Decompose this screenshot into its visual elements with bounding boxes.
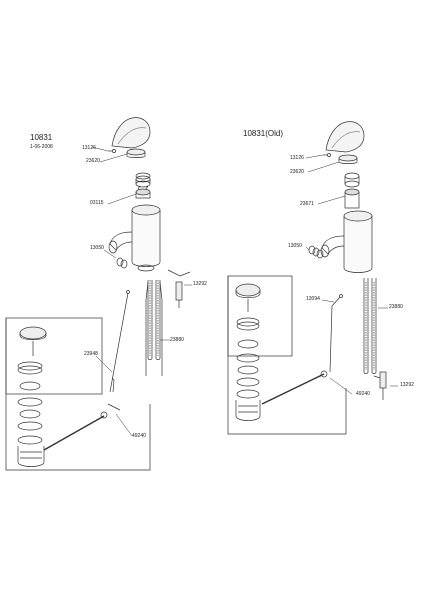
left-label-13292: 13292 [193,281,207,287]
left-lever-handle [111,117,151,149]
left-label-23620: 23620 [86,158,100,164]
right-label-13126: 13126 [290,155,304,161]
right-label-23880: 23880 [389,304,403,310]
left-faucet-body [131,210,161,267]
left-label-49240: 49240 [132,433,146,439]
left-revision-date: 1-06-2008 [30,144,53,150]
right-label-49240: 49240 [356,391,370,397]
left-label-23948: 23948 [84,351,98,357]
right-lever-handle [325,121,365,153]
right-label-13292: 13292 [400,382,414,388]
left-label-13126: 13126 [82,145,96,151]
right-label-23620: 23620 [290,169,304,175]
right-assembly [227,121,398,435]
left-label-23880: 23880 [170,337,184,343]
right-faucet-body [343,216,373,273]
left-label-03115: 03115 [90,200,104,206]
right-model-number: 10831(Old) [243,129,284,138]
right-label-23671: 23671 [300,201,314,207]
left-label-13050: 13050 [90,245,104,251]
left-model-number: 10831 [30,133,53,142]
right-label-13050: 13050 [288,243,302,249]
right-label-13094: 13094 [306,296,320,302]
left-assembly [5,117,192,471]
